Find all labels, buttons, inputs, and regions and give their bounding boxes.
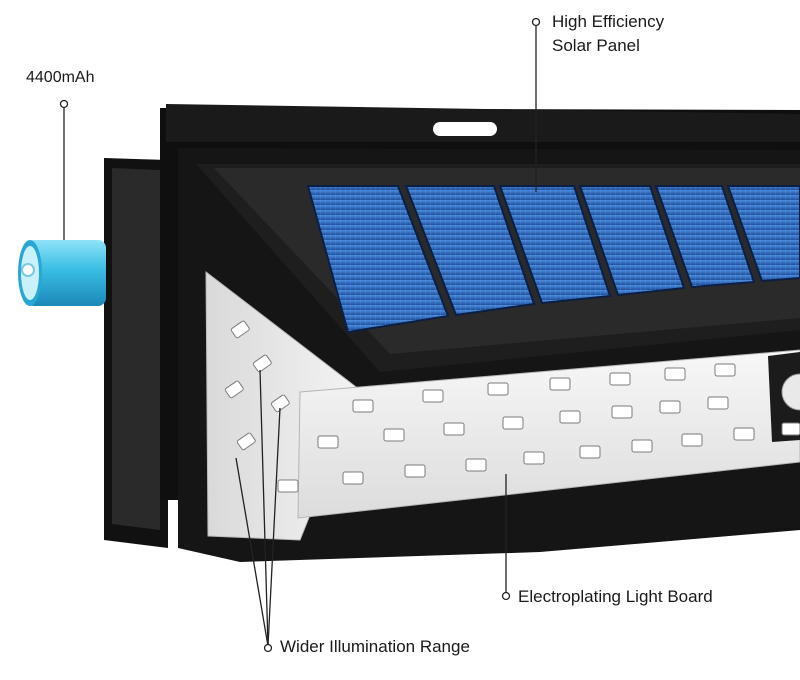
led-array [224,320,800,493]
illumination-range-label: Wider Illumination Range [280,637,470,656]
mount-bar [166,104,800,142]
solar-panel-label: High Efficiency Solar Panel [552,10,664,58]
battery-capacity-label: 4400mAh [26,69,95,86]
callout-lines [59,17,541,653]
solar-panel-label-line2: Solar Panel [552,36,640,55]
motion-sensor [768,352,800,442]
battery-icon [18,240,106,306]
solar-panel [306,185,800,334]
light-board-label: Electroplating Light Board [518,587,713,606]
solar-panel-label-line1: High Efficiency [552,12,665,31]
